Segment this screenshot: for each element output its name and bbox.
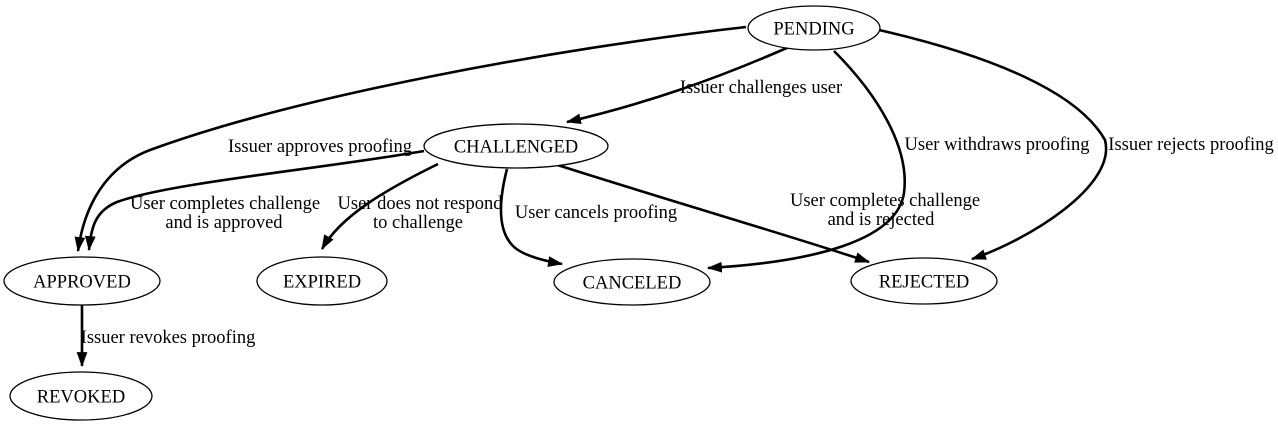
state-ellipse-revoked <box>9 371 153 421</box>
state-node-expired: EXPIRED <box>256 256 388 306</box>
transition-label-approved-revoked: Issuer revokes proofing <box>81 328 256 348</box>
transition-challenged-canceled: User cancels proofing <box>499 168 677 267</box>
transition-arrow-pending-rejected <box>878 28 1108 261</box>
transition-arrow-pending-challenged <box>565 45 790 125</box>
state-node-challenged: CHALLENGED <box>423 123 609 169</box>
transition-arrow-challenged-canceled <box>499 168 564 267</box>
state-node-rejected: REJECTED <box>850 257 998 305</box>
state-node-approved: APPROVED <box>3 256 161 306</box>
transition-pending-challenged: Issuer challenges user <box>565 45 842 125</box>
state-ellipse-expired <box>256 256 388 306</box>
transition-pending-approved: Issuer approves proofing <box>74 25 747 253</box>
transition-label-pending-challenged: Issuer challenges user <box>680 78 842 98</box>
state-ellipse-rejected <box>850 257 998 305</box>
transition-label-pending-approved: Issuer approves proofing <box>228 137 412 157</box>
transition-arrow-pending-approved <box>74 25 747 253</box>
state-label-pending: PENDING <box>773 20 854 40</box>
transition-arrow-challenged-rejected <box>544 159 871 264</box>
transition-label-challenged-approved-line1: User completes challenge <box>130 194 320 214</box>
state-label-rejected: REJECTED <box>879 273 969 293</box>
state-label-approved: APPROVED <box>33 273 131 293</box>
transition-arrow-pending-canceled <box>706 50 907 273</box>
state-label-challenged: CHALLENGED <box>454 138 578 158</box>
state-label-revoked: REVOKED <box>37 388 125 408</box>
transition-approved-revoked: Issuer revokes proofing <box>76 305 256 368</box>
state-ellipse-pending <box>747 5 881 51</box>
transition-arrow-challenged-approved <box>84 149 425 252</box>
transition-label-challenged-rejected-line2: and is rejected <box>828 210 936 230</box>
transition-label-challenged-rejected-line1: User completes challenge <box>790 191 980 211</box>
state-ellipse-canceled <box>553 258 711 306</box>
transition-label-challenged-canceled: User cancels proofing <box>515 203 677 223</box>
state-label-canceled: CANCELED <box>583 274 682 294</box>
transition-label-challenged-approved-line2: and is approved <box>165 213 283 233</box>
state-node-revoked: REVOKED <box>9 371 153 421</box>
transition-label-pending-rejected: Issuer rejects proofing <box>1108 135 1273 155</box>
state-ellipse-challenged <box>423 123 609 169</box>
transition-label-challenged-expired-line2: to challenge <box>373 213 463 233</box>
state-node-pending: PENDING <box>747 5 881 51</box>
state-label-expired: EXPIRED <box>283 273 361 293</box>
transition-label-challenged-expired-line1: User does not respond <box>338 194 504 214</box>
state-node-canceled: CANCELED <box>553 258 711 306</box>
transition-pending-rejected: Issuer rejects proofing <box>878 28 1274 261</box>
transition-label-pending-canceled: User withdraws proofing <box>905 135 1090 155</box>
transition-arrow-challenged-expired <box>320 162 439 250</box>
transition-pending-canceled: User withdraws proofing <box>706 50 1090 273</box>
state-ellipse-approved <box>3 256 161 306</box>
